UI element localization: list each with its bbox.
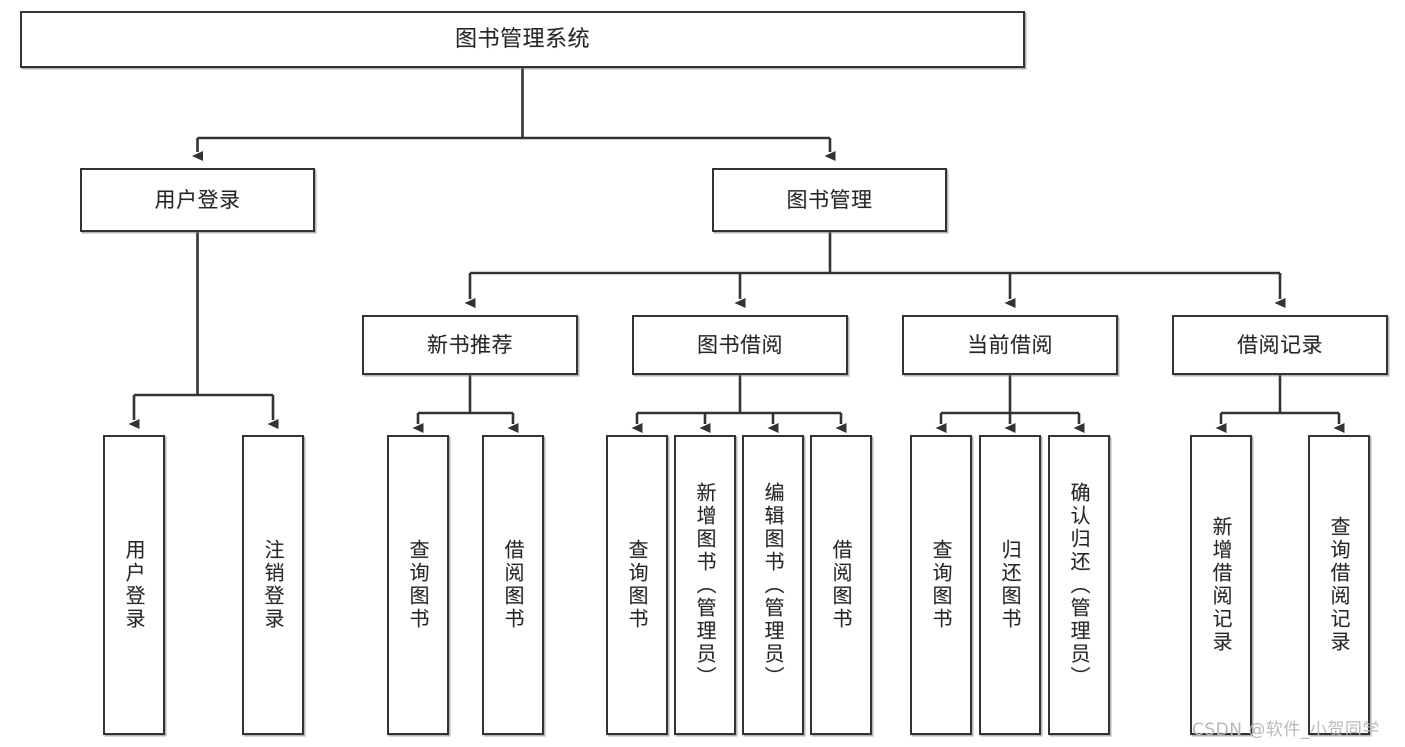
node-leaf-return-book[interactable]: 归还图书 [979, 435, 1041, 735]
node-leaf-borrow-book[interactable]: 借阅图书 [810, 435, 872, 735]
node-label: 借阅记录 [1237, 332, 1323, 357]
node-leaf-query-book-recommendation[interactable]: 查询图书 [387, 435, 449, 735]
node-label: 新书推荐 [427, 332, 513, 357]
node-leaf-user-login[interactable]: 用户登录 [103, 435, 165, 735]
node-book-management[interactable]: 图书管理 [712, 168, 947, 232]
node-label: 注销登录 [261, 539, 285, 631]
node-leaf-query-book-borrowing[interactable]: 查询图书 [606, 435, 668, 735]
node-leaf-add-borrow-record[interactable]: 新增借阅记录 [1190, 435, 1252, 735]
node-leaf-confirm-return-admin[interactable]: 确认归还（管理员） [1048, 435, 1110, 735]
node-label: 图书管理 [786, 187, 873, 212]
node-leaf-edit-book-admin[interactable]: 编辑图书（管理员） [742, 435, 804, 735]
node-current-borrowing[interactable]: 当前借阅 [902, 315, 1118, 375]
node-label: 编辑图书（管理员） [761, 481, 785, 689]
node-new-book-recommendation[interactable]: 新书推荐 [362, 315, 578, 375]
node-label: 查询图书 [625, 539, 649, 631]
node-label: 查询图书 [929, 539, 953, 631]
node-label: 确认归还（管理员） [1067, 481, 1091, 689]
node-label: 查询图书 [406, 539, 430, 631]
node-borrowing-record[interactable]: 借阅记录 [1172, 315, 1388, 375]
node-user-login[interactable]: 用户登录 [80, 168, 315, 232]
node-label: 用户登录 [154, 187, 241, 212]
node-label: 借阅图书 [501, 539, 525, 631]
node-label: 当前借阅 [967, 332, 1053, 357]
node-label: 用户登录 [122, 539, 146, 631]
node-label: 图书管理系统 [454, 26, 590, 52]
node-leaf-borrow-book-recommendation[interactable]: 借阅图书 [482, 435, 544, 735]
node-label: 查询借阅记录 [1327, 516, 1351, 654]
node-label: 图书借阅 [697, 332, 783, 357]
node-root-book-management-system[interactable]: 图书管理系统 [20, 11, 1025, 68]
node-label: 归还图书 [998, 539, 1022, 631]
node-leaf-query-book-current[interactable]: 查询图书 [910, 435, 972, 735]
node-label: 新增借阅记录 [1209, 516, 1233, 654]
node-leaf-user-logout[interactable]: 注销登录 [242, 435, 304, 735]
node-leaf-query-borrow-record[interactable]: 查询借阅记录 [1308, 435, 1370, 735]
node-label: 借阅图书 [829, 539, 853, 631]
node-book-borrowing[interactable]: 图书借阅 [632, 315, 848, 375]
watermark-text: CSDN @软件_小贺同学 [1192, 720, 1380, 740]
node-label: 新增图书（管理员） [693, 481, 717, 689]
node-leaf-add-book-admin[interactable]: 新增图书（管理员） [674, 435, 736, 735]
